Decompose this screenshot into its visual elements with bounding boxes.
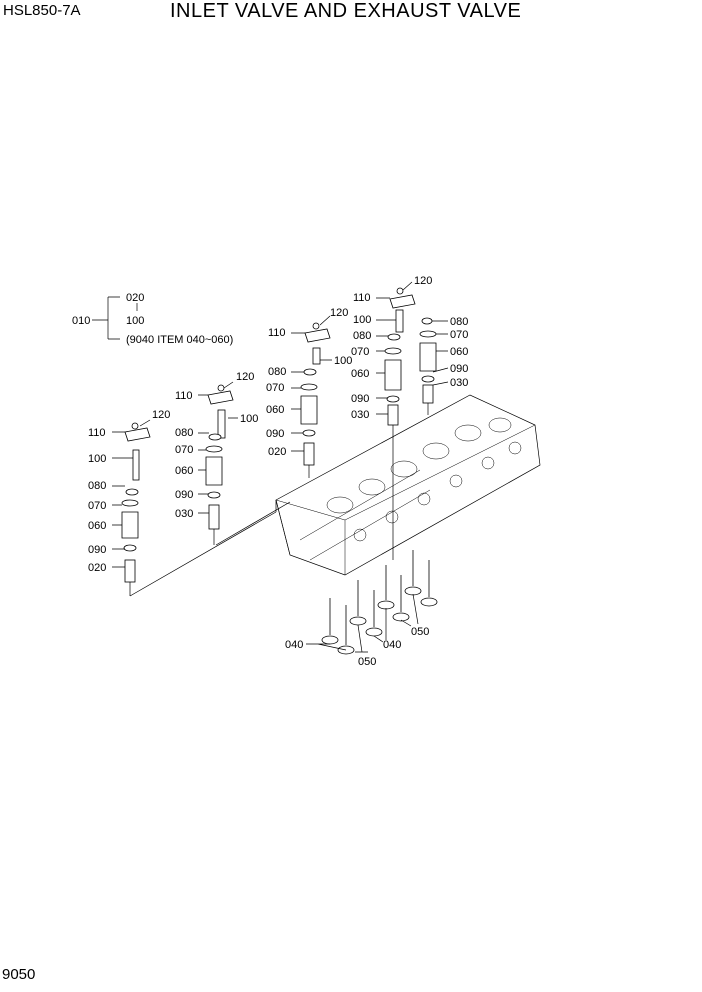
s1-060: 060	[88, 520, 106, 532]
valve-train-stack-2: 120 110 100 080 070 060 090 030	[175, 371, 258, 545]
s3-070: 070	[266, 382, 284, 394]
s5-090: 090	[450, 363, 468, 375]
s4-120: 120	[414, 275, 432, 287]
s3-060: 060	[266, 404, 284, 416]
s3-120: 120	[330, 307, 348, 319]
s2-090: 090	[175, 489, 193, 501]
s1-070: 070	[88, 500, 106, 512]
s4-080: 080	[353, 330, 371, 342]
legend-note: (9040 ITEM 040~060)	[126, 334, 233, 346]
s2-110: 110	[175, 390, 193, 402]
s1-110: 110	[88, 427, 106, 439]
s1-120: 120	[152, 409, 170, 421]
s1-090: 090	[88, 544, 106, 556]
s4-090: 090	[351, 393, 369, 405]
s4-070: 070	[351, 346, 369, 358]
s1-100: 100	[88, 453, 106, 465]
s4-100: 100	[353, 314, 371, 326]
s3-080: 080	[268, 366, 286, 378]
s5-060: 060	[450, 346, 468, 358]
legend-item-100: 100	[126, 315, 144, 327]
s2-030: 030	[175, 508, 193, 520]
s4-060: 060	[351, 368, 369, 380]
cylinder-head	[275, 394, 541, 576]
valve-train-stack-3: 120 110 100 080 070 060 090 020	[266, 307, 352, 478]
s3-100: 100	[334, 355, 352, 367]
s3-020: 020	[268, 446, 286, 458]
s4-030: 030	[351, 409, 369, 421]
valves	[306, 550, 438, 655]
legend-assembly-no: 010	[72, 315, 90, 327]
s3-090: 090	[266, 428, 284, 440]
valve-label-050-b: 050	[411, 626, 429, 638]
valve-train-stack-1: 120 110 100 080 070 060 090 020	[88, 409, 170, 596]
s1-080: 080	[88, 480, 106, 492]
valve-train-stack-4: 120 110 100 080 070 060 090 030	[351, 275, 432, 560]
valve-label-040-b: 040	[383, 639, 401, 651]
legend-item-020: 020	[126, 292, 144, 304]
s5-030: 030	[450, 377, 468, 389]
s2-100: 100	[240, 413, 258, 425]
valve-label-050-a: 050	[358, 656, 376, 668]
s3-110: 110	[268, 327, 286, 339]
page-number: 9050	[2, 966, 36, 983]
model-code: HSL850-7A	[3, 2, 81, 19]
s2-060: 060	[175, 465, 193, 477]
s2-070: 070	[175, 444, 193, 456]
s5-070: 070	[450, 329, 468, 341]
s5-080: 080	[450, 316, 468, 328]
assembly-legend: 010 020 100 (9040 ITEM 040~060)	[72, 292, 233, 346]
valve-train-stack-5: 080 070 060 090 030	[419, 316, 468, 415]
s2-120: 120	[236, 371, 254, 383]
s4-110: 110	[353, 292, 371, 304]
s1-020: 020	[88, 562, 106, 574]
s2-080: 080	[175, 427, 193, 439]
valve-label-040-a: 040	[285, 639, 303, 651]
page-title: INLET VALVE AND EXHAUST VALVE	[170, 0, 522, 22]
